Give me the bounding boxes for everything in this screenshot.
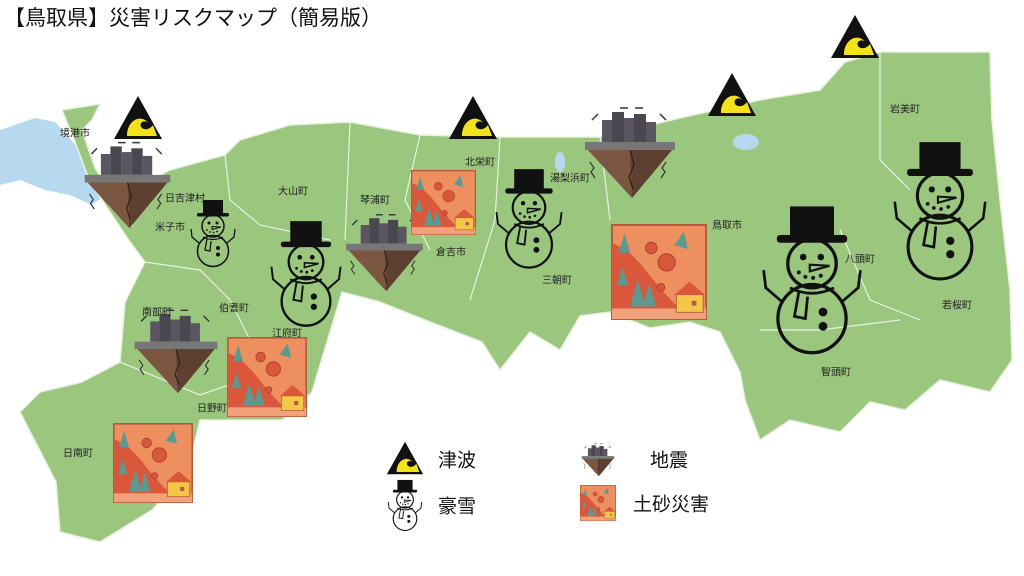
- label-nichinan: 日南町: [63, 448, 93, 460]
- label-hokuei: 北栄町: [465, 157, 495, 169]
- label-nanbu: 南部町: [142, 307, 172, 319]
- label-yonago: 米子市: [155, 222, 185, 234]
- landslide-icon: [611, 224, 707, 320]
- tsunami-warning-triangle-icon: [114, 96, 162, 139]
- municipal-borders: [119, 52, 921, 396]
- legend-earthquake-icon: [581, 443, 615, 477]
- landslide-icon: [411, 170, 476, 235]
- landslide-icon: [113, 423, 193, 503]
- legend-snowman-icon: [387, 479, 423, 532]
- legend-earthquake-label: 地震: [650, 449, 689, 472]
- label-yurihama: 湯梨浜町: [550, 173, 590, 185]
- legend-landslide-icon: [580, 485, 616, 521]
- page-title: 【鳥取県】災害リスクマップ（簡易版）: [4, 6, 382, 30]
- lake-koyama: [733, 134, 759, 150]
- label-hiezu: 日吉津村: [165, 193, 205, 205]
- legend-snow-label: 豪雪: [438, 495, 477, 518]
- label-kurayoshi: 倉吉市: [436, 247, 466, 259]
- legend-tsunami-icon: [386, 441, 424, 475]
- label-kofu: 江府町: [272, 328, 302, 340]
- nakaumi-lagoon: [0, 118, 105, 205]
- label-wakasa: 若桜町: [942, 300, 972, 312]
- label-chizu: 智頭町: [821, 367, 851, 379]
- label-daisen: 大山町: [278, 186, 308, 198]
- label-yazu: 八頭町: [845, 254, 875, 266]
- label-tottori: 鳥取市: [712, 220, 742, 232]
- landslide-icon: [227, 337, 307, 417]
- label-iwami: 岩美町: [890, 104, 920, 116]
- tsunami-warning-triangle-icon: [449, 96, 497, 139]
- label-kotoura: 琴浦町: [360, 195, 390, 207]
- label-hoki: 伯耆町: [219, 303, 249, 315]
- label-hino: 日野町: [197, 403, 227, 415]
- legend-tsunami-label: 津波: [438, 449, 477, 472]
- prefecture-land: [19, 51, 1013, 543]
- tsunami-warning-triangle-icon: [708, 73, 756, 116]
- label-sakaiminato: 境港市: [60, 128, 90, 140]
- tsunami-warning-triangle-icon: [831, 15, 879, 58]
- legend-landslide-label: 土砂災害: [633, 493, 710, 516]
- lake-togo: [555, 152, 565, 172]
- label-misasa: 三朝町: [542, 275, 572, 287]
